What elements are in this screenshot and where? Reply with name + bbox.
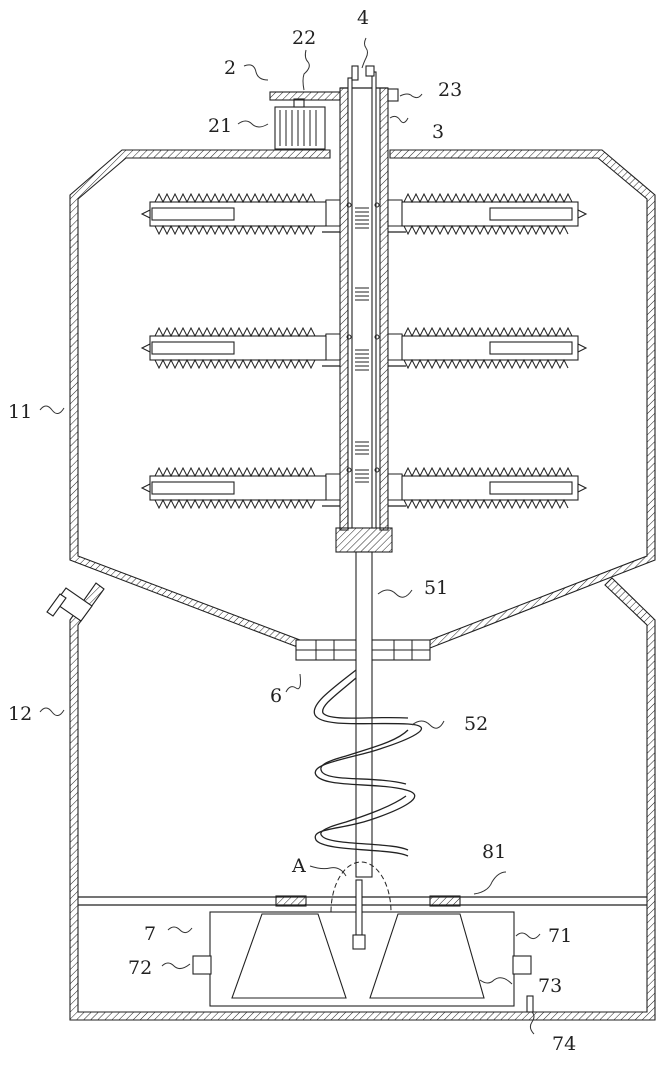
feed-inlet-pipe [47, 588, 92, 621]
separation-box [210, 880, 514, 1006]
label-51: 51 [424, 577, 448, 599]
label-11: 11 [8, 401, 32, 423]
label-3: 3 [432, 121, 444, 143]
hollow-rotating-shaft [340, 88, 388, 530]
drive-gear [270, 92, 340, 100]
side-outlet-right [513, 956, 531, 974]
label-52: 52 [464, 713, 488, 735]
label-a: A [291, 855, 306, 877]
side-outlet-left [193, 956, 211, 974]
screw-shaft [356, 552, 372, 877]
label-23: 23 [438, 79, 462, 101]
drain-valve [527, 996, 533, 1012]
label-71: 71 [548, 925, 572, 947]
label-21: 21 [208, 115, 232, 137]
label-73: 73 [538, 975, 562, 997]
label-74: 74 [552, 1033, 576, 1055]
label-72: 72 [128, 957, 152, 979]
label-2: 2 [224, 57, 236, 79]
label-4: 4 [357, 7, 369, 29]
label-12: 12 [8, 703, 32, 725]
label-81: 81 [482, 841, 506, 863]
driven-gear-bearing [388, 89, 398, 101]
label-6: 6 [270, 685, 282, 707]
shaft-base-block [336, 528, 392, 552]
label-22: 22 [292, 27, 316, 49]
label-7: 7 [144, 923, 156, 945]
inner-push-rod [348, 66, 376, 528]
leader-lines [40, 38, 540, 1034]
drive-motor [275, 99, 325, 149]
